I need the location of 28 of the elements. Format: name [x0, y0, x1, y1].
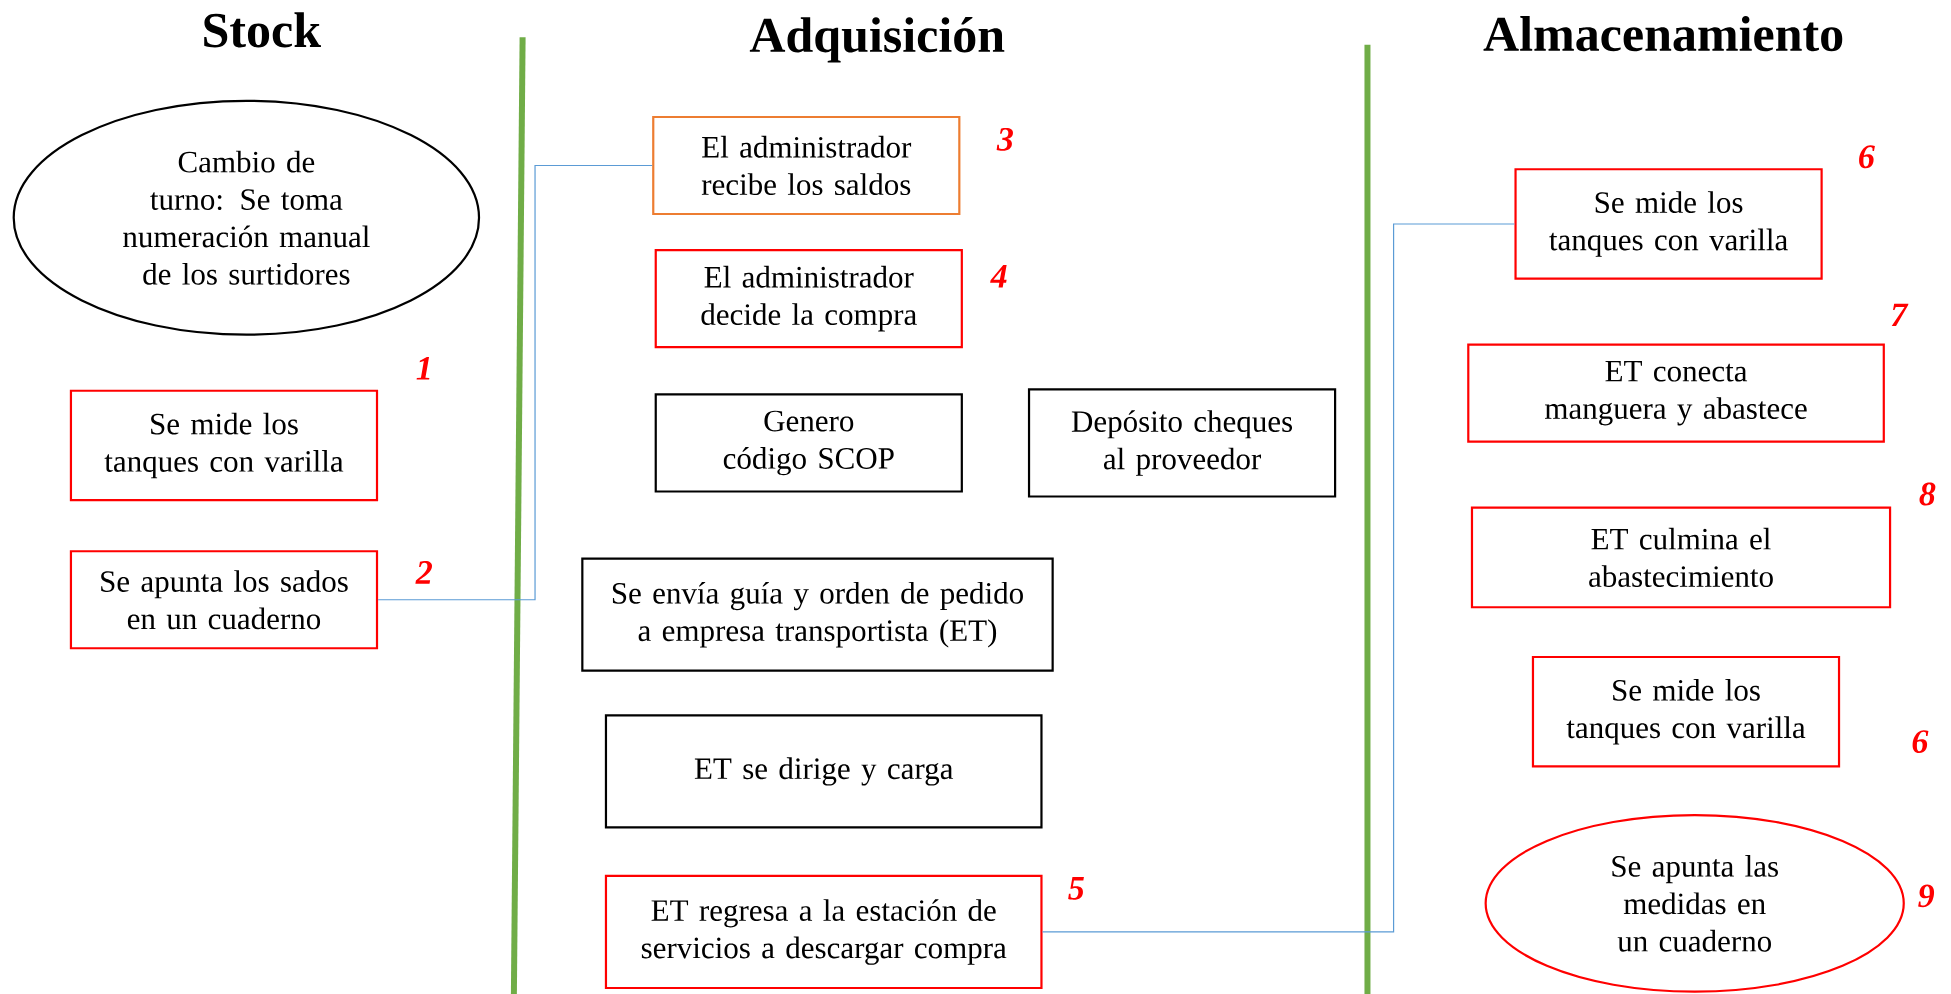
step-number: 9 — [1918, 884, 1935, 908]
column-heading: Adquisición — [749, 17, 1005, 63]
process-box: ET culmina el abastecimiento — [1470, 506, 1892, 609]
process-box: Se mide los tanques con varilla — [1531, 655, 1841, 768]
step-number: 3 — [996, 127, 1013, 151]
step-number: 5 — [1068, 877, 1084, 900]
step-number: 2 — [415, 561, 432, 584]
process-box: Se mide los tanques con varilla — [69, 389, 379, 502]
connector-line — [1041, 223, 1516, 933]
step-number: 4 — [990, 265, 1007, 288]
process-box: ET regresa a la estación de servicios a descargar compra — [604, 874, 1043, 989]
connector-line — [377, 164, 653, 601]
process-box: ET conecta manguera y abastece — [1467, 343, 1885, 443]
column-heading: Stock — [204, 12, 321, 48]
step-number: 6 — [1859, 145, 1875, 169]
step-number: 1 — [416, 357, 430, 380]
process-box: El administrador recibe los saldos — [652, 115, 961, 215]
process-box: Se mide los tanques con varilla — [1514, 168, 1823, 280]
step-number: 8 — [1919, 482, 1936, 506]
step-number: 7 — [1891, 303, 1909, 326]
step-number: 6 — [1912, 730, 1929, 753]
process-box: Se envía guía y orden de pedido a empresa transportista (ET) — [581, 557, 1054, 672]
process-box: Se apunta los sados en un cuaderno — [69, 550, 379, 650]
process-box: El administrador decide la compra — [654, 248, 963, 349]
process-box: ET se dirige y carga — [604, 714, 1043, 829]
column-heading: Almacenamiento — [1483, 15, 1843, 52]
process-box: Genero código SCOP — [654, 393, 963, 493]
process-box: Depósito cheques al proveedor — [1027, 388, 1337, 498]
